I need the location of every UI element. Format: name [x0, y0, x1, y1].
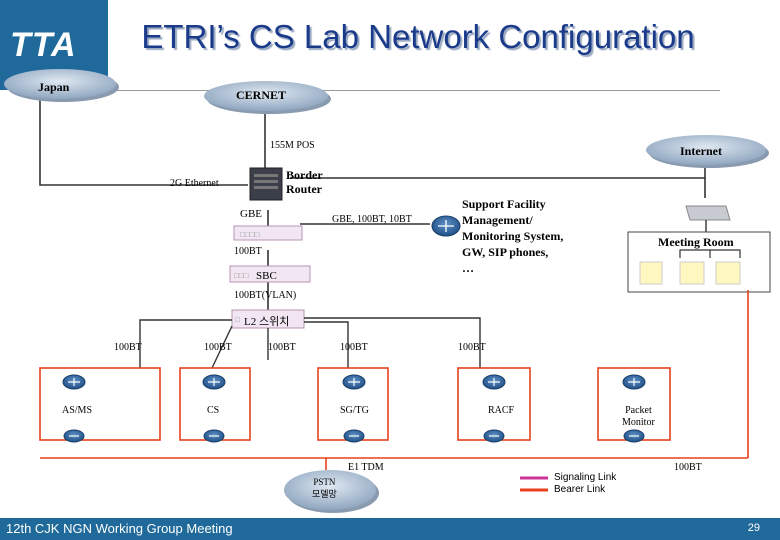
100bt-label-4: 100BT: [340, 342, 368, 353]
title-divider: [108, 90, 720, 91]
cernet-cloud: [204, 81, 331, 114]
access-lines: [139, 317, 481, 369]
border-router-icon: [249, 167, 283, 201]
cernet-label: CERNET: [236, 88, 287, 102]
support-facility-label: Support Facility Management/ Monitoring …: [462, 197, 564, 275]
node-routers-bottom: [63, 429, 645, 443]
gbe-switch: □□□□: [233, 225, 303, 241]
svg-text:□: □: [235, 315, 240, 324]
meeting-room-label: Meeting Room: [658, 235, 734, 249]
100bt-label-2: 100BT: [204, 342, 232, 353]
sbc-box: □□□: [229, 265, 311, 283]
node-label-racf: RACF: [488, 405, 515, 416]
ethernet-2g-label: 2G Ethernet: [170, 178, 219, 189]
node-label-cs: CS: [207, 405, 220, 416]
meeting-room: [627, 205, 771, 293]
legend-signaling-label: Signaling Link: [554, 472, 617, 483]
node-routers: [62, 374, 646, 390]
e1-tdm-label: E1 TDM: [348, 462, 384, 473]
pstn-cloud: [284, 470, 379, 513]
100bt-label-3: 100BT: [268, 342, 296, 353]
svg-text:□□□: □□□: [234, 271, 249, 280]
100bt-label: 100BT: [234, 246, 262, 257]
legend-lines: [520, 476, 548, 492]
footer-bar: [0, 518, 780, 540]
sbc-label: SBC: [256, 270, 277, 282]
legend-bearer-label: Bearer Link: [554, 484, 606, 495]
pos-155m-label: 155M POS: [270, 140, 315, 151]
100bt-label-5: 100BT: [458, 342, 486, 353]
gbe-100bt-10bt-label: GBE, 100BT, 10BT: [332, 214, 412, 225]
page-number: 29: [747, 522, 760, 534]
internet-cloud: [646, 135, 769, 168]
tta-logo: TTA: [10, 26, 77, 64]
japan-cloud: [4, 69, 119, 102]
l2-switch-label: L2 스위치: [244, 316, 290, 328]
100bt-vlan-label: 100BT(VLAN): [234, 290, 297, 301]
100bt-label-6: 100BT: [674, 462, 702, 473]
bearer-lines: [40, 290, 749, 470]
footer-text: 12th CJK NGN Working Group Meeting: [6, 521, 233, 536]
100bt-label-1: 100BT: [114, 342, 142, 353]
internet-label: Internet: [680, 144, 722, 158]
node-label-packet-monitor: Packet Monitor: [622, 405, 655, 428]
border-router-label: Border Router: [286, 168, 323, 196]
pstn-label: PSTN 모델망: [312, 477, 337, 499]
node-label-as-ms: AS/MS: [62, 405, 93, 416]
svg-text:□□□□: □□□□: [240, 230, 259, 239]
node-boxes: [39, 367, 671, 441]
gbe-label: GBE: [240, 208, 262, 220]
support-router-icon: [431, 215, 461, 237]
uplink-lines: [39, 93, 706, 314]
node-label-sg-tg: SG/TG: [340, 405, 369, 416]
page-title: ETRI’s CS Lab Network Configuration: [141, 18, 695, 55]
japan-label: Japan: [38, 80, 70, 94]
